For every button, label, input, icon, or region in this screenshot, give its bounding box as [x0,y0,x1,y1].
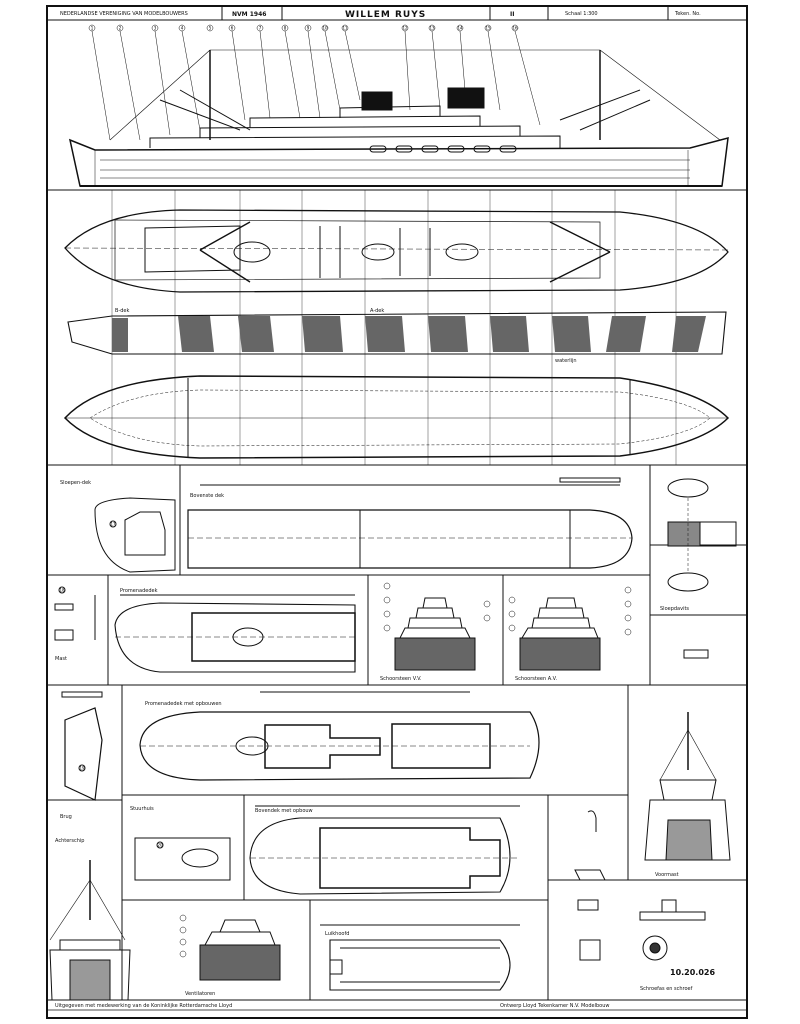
callout-numbers: 1 2 3 4 5 6 7 8 9 10 11 12 13 14 15 16 1… [59,26,518,848]
drawing-number-label: Teken. No. [674,11,701,17]
publisher-label: NEDERLANDSE VERENIGING VAN MODELBOUWERS [60,11,188,17]
a-deck-label: A-dek [370,308,384,314]
callout-8: 8 [284,26,287,31]
scale-label: Schaal 1:300 [565,11,598,17]
callout-16: 16 [512,26,518,31]
davit-parts [574,810,706,961]
callout-12: 12 [402,26,408,31]
mast-label: Mast [55,656,67,662]
deck-house-top-label: Sloepen-dek [60,480,91,486]
deck-plan [64,209,729,293]
issue-label: NVM 1946 [232,11,266,18]
promenade-upper-label: Promenadedek met opbouwen [145,701,222,707]
callout-15: 15 [485,26,491,31]
callout-1: 1 [91,26,94,31]
station-lines [111,190,677,465]
footer-right-note: Ontwerp Lloyd Tekenkamer N.V. Modelbouw [500,1003,610,1009]
labels: NEDERLANDSE VERENIGING VAN MODELBOUWERS … [55,10,715,1009]
callout-2: 2 [119,26,122,31]
boat-deck-part [187,477,633,569]
funnel-2-label: Schoorsteen A.V. [515,676,557,682]
callout-18: 18 [59,588,65,593]
callout-14: 14 [457,26,463,31]
side-elevation [47,24,747,191]
lifeboats [369,145,517,153]
boat-deck-label: Bovenste dek [190,493,224,499]
b-deck-label: B-dek [115,308,129,314]
ship-name-title: WILLEM RUYS [345,10,426,20]
funnel-part-3 [179,914,281,981]
sheet-number: II [510,11,514,18]
funnel-1-label: Schoorsteen V.V. [380,676,422,682]
callout-17: 17 [110,522,116,527]
sheet-border [46,5,748,1019]
funnel-part-2 [508,586,632,671]
promenade-deck-part [114,594,356,673]
aft-funnel [447,87,485,109]
title-block [47,6,747,21]
callout-4: 4 [181,26,184,31]
reference-number: 10.20.026 [670,968,715,977]
aft-structure-label: Achterschip [55,838,84,844]
bridge-front-part [61,691,103,801]
callout-20: 20 [157,843,163,848]
hatch-label: Luikhoofd [325,931,349,937]
callout-11: 11 [342,26,348,31]
lifeboat-label: Sloepdavits [660,606,689,612]
foremast-elevation [644,712,731,861]
upper-deck-label: Bovendek met opbouw [255,808,313,814]
foremast-label: Voormast [655,872,679,878]
callout-13: 13 [429,26,435,31]
mast-part [54,586,96,641]
callout-10: 10 [322,26,328,31]
lifeboat-detail [667,478,737,592]
ventilator-label: Ventilatoren [185,991,215,997]
footer-left-note: Uitgegeven met medewerking van de Konink… [55,1003,232,1009]
callout-7: 7 [259,26,262,31]
forward-funnel [361,91,393,111]
corner-note: Schroefas en schroef [640,986,693,992]
callout-9: 9 [307,26,310,31]
hull-sections-strip [67,311,727,355]
callout-19: 19 [79,766,85,771]
ventilator-part [683,649,709,659]
funnel-part-1 [383,582,491,671]
aftmast-elevation [49,860,131,1001]
prom-deck-label: Promenadedek [120,588,158,594]
deck-house-top-part [94,497,176,573]
upper-deck-part [249,805,520,895]
aft-deck-part [320,924,520,991]
promenade-superstructure-part [139,691,540,781]
bridge-label: Brug [60,814,72,820]
callout-5: 5 [209,26,212,31]
waterline-label: waterlijn [555,358,577,364]
hull-lines-plan [63,375,730,459]
wheelhouse-label: Stuurhuis [130,806,154,812]
callout-6: 6 [231,26,234,31]
callout-3: 3 [154,26,157,31]
wheelhouse-part [134,837,231,881]
